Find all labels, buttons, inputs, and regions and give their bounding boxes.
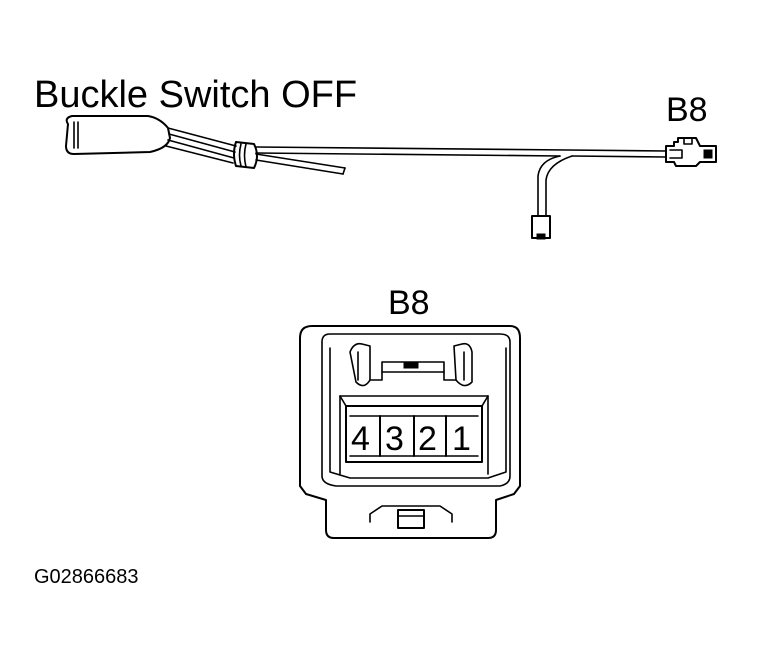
- pin-number-4: 4: [351, 420, 370, 458]
- b8-connector-face: [299, 325, 521, 539]
- buckle-switch: [65, 115, 346, 175]
- face-view-label: B8: [388, 284, 430, 322]
- b8-harness-connector: [665, 137, 717, 167]
- pin-number-2: 2: [418, 420, 437, 458]
- diagram-title: Buckle Switch OFF: [34, 74, 357, 116]
- branch-connector: [531, 215, 551, 240]
- wire-harness: [255, 146, 667, 217]
- figure-code: G02866683: [34, 566, 139, 588]
- pin-number-1: 1: [452, 420, 471, 458]
- pin-number-3: 3: [385, 420, 404, 458]
- b8-connector-label: B8: [666, 91, 708, 129]
